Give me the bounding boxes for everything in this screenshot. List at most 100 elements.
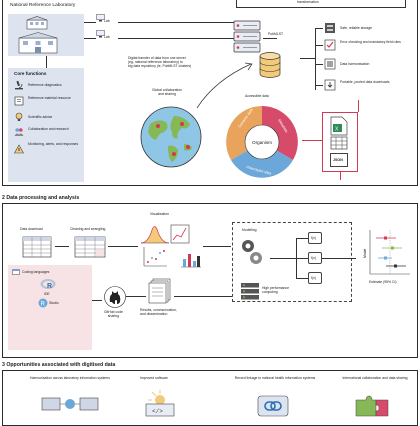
fx-label: f(x): [311, 276, 316, 280]
github-line: GitHub code: [104, 310, 123, 314]
connector-line: [315, 85, 323, 86]
hpc-line: High performance: [262, 286, 289, 290]
fx-connector: [296, 278, 308, 279]
chart-density-icon: [140, 226, 170, 244]
connector-line: [300, 58, 315, 59]
red-connector: [340, 172, 341, 180]
collaboration-icon: [14, 128, 24, 136]
flow-arrow: [55, 246, 69, 247]
fx-label: f(x): [311, 236, 316, 240]
modelling-label: Modelling: [242, 228, 257, 232]
organism-label: Organism: [252, 140, 272, 145]
section-2-title: 2 Data processing and analysis: [2, 195, 80, 201]
svg-text:X: X: [335, 127, 339, 133]
connector-line: [315, 45, 323, 46]
lab-arrow-line: [118, 38, 234, 39]
global-line: and sharing: [158, 92, 176, 96]
core-item-monitoring-text: Monitoring, alerts, and responses: [28, 142, 79, 146]
storage-icon: [325, 23, 335, 33]
chart-scatter-icon: [143, 247, 167, 267]
cleaning-table-icon: [74, 236, 106, 258]
advice-icon: [15, 112, 23, 121]
github-icon: [104, 286, 126, 308]
svg-text:</>: </>: [152, 408, 163, 415]
chart-bar-icon: [181, 254, 201, 268]
banner-text: transformation: [297, 0, 319, 4]
fx-connector: [270, 258, 296, 259]
hpc-line: computing: [262, 290, 278, 294]
pubmlst-label: PubMLST: [268, 32, 284, 36]
core-item-diagnostics: Reference diagnostics: [28, 83, 62, 87]
alert-icon: [14, 144, 24, 154]
data-donut: Organism Genomic data Metadata Phenotypi…: [226, 106, 298, 178]
software-laptop-icon: </>: [145, 390, 175, 417]
lab-label-1: Lab: [104, 19, 110, 23]
hpc-server-icon: [241, 283, 259, 300]
section-1-frame: [2, 0, 418, 186]
opportunity-international: International collaboration and data sha…: [336, 376, 414, 380]
table-file-icon: [330, 136, 348, 150]
lab-arrow-line: [84, 22, 96, 23]
fx-connector: [296, 238, 308, 239]
opportunity-harmonisation: Harmonisation across laboratory informat…: [30, 376, 110, 380]
lab-building-icon: [18, 32, 58, 54]
error-check-icon: [324, 39, 336, 51]
transfer-text: Digital transfer of data from one server…: [128, 56, 191, 68]
transfer-line: big data repository (ie, PubMLST cluster…: [128, 64, 192, 68]
fx-box-2: f(x): [308, 252, 322, 264]
flow-arrow: [203, 246, 231, 247]
lab-arrow-line: [118, 22, 234, 23]
red-connector: [358, 100, 359, 112]
right-item-storage: Safe, reliable storage: [340, 26, 373, 30]
opportunity-text: Harmonisation across laboratory informat…: [30, 376, 110, 380]
visualisation-label: Visualisation: [150, 212, 169, 216]
core-item-advice: Scientific advice: [28, 115, 53, 119]
fx-connector: [322, 258, 356, 259]
opportunity-software: Improved software: [140, 376, 168, 380]
harmonisation-icon: [324, 58, 336, 70]
transfer-line: Digital transfer of data from one server: [128, 56, 186, 60]
puzzle-collaboration-icon: [355, 395, 389, 417]
core-item-collaboration-text: Collaboration and research: [28, 127, 69, 131]
data-download-label: Data download: [20, 227, 43, 231]
documents-icon: [148, 278, 171, 304]
transformation-banner: transformation: [236, 0, 406, 8]
connector-line: [315, 28, 323, 29]
opportunity-record-linkage: Record linkage to national health inform…: [232, 376, 318, 380]
r-logo-icon: R: [40, 279, 56, 290]
cleaning-label: Cleaning and wrangling: [70, 227, 106, 231]
accessible-data-label: Accessible data: [245, 94, 269, 98]
record-linkage-icon: [257, 395, 289, 417]
core-item-monitoring: Monitoring, alerts, and responses: [28, 142, 82, 146]
right-item-error: Error checking and mandatory field rules: [340, 40, 414, 44]
global-line: Global collaboration: [152, 88, 182, 92]
right-item-error-text: Error checking and mandatory field rules: [340, 40, 401, 44]
core-item-collaboration: Collaboration and research: [28, 127, 80, 131]
github-label: GitHub code sharing: [104, 310, 123, 318]
hpc-label: High performance computing: [262, 286, 289, 294]
core-item-reference-text: Reference material resource: [28, 96, 71, 100]
lab-label-2: Lab: [104, 35, 110, 39]
modelling-box: [232, 222, 352, 302]
opportunity-text: Improved software: [140, 376, 168, 380]
phenotypic-label: Phenotypic data: [246, 165, 272, 176]
transfer-arrow: [196, 62, 253, 109]
r-label: R: [47, 283, 52, 290]
gears-icon: [242, 240, 262, 264]
opportunity-text: Record linkage to national health inform…: [234, 376, 316, 380]
computer-icon: [96, 30, 105, 38]
ide-label: IDE: [44, 292, 50, 296]
results-line: and dissemination: [140, 312, 168, 316]
flow-arrow: [92, 300, 102, 301]
right-item-harmonisation: Data harmonisation: [340, 62, 370, 66]
core-functions-title: Core functions: [14, 71, 47, 76]
global-collab-label: Global collaboration and sharing: [152, 88, 182, 96]
flow-arrow: [126, 296, 146, 297]
red-connector: [302, 140, 322, 141]
opportunity-text: International collaboration and data sha…: [342, 376, 408, 380]
right-item-download: Portable, pooled data downloads: [340, 80, 414, 84]
metadata-label: Metadata: [277, 118, 288, 133]
model-axis-label: Model: [363, 249, 367, 258]
right-item-download-text: Portable, pooled data downloads: [340, 80, 390, 84]
chart-line-icon: [170, 224, 190, 244]
